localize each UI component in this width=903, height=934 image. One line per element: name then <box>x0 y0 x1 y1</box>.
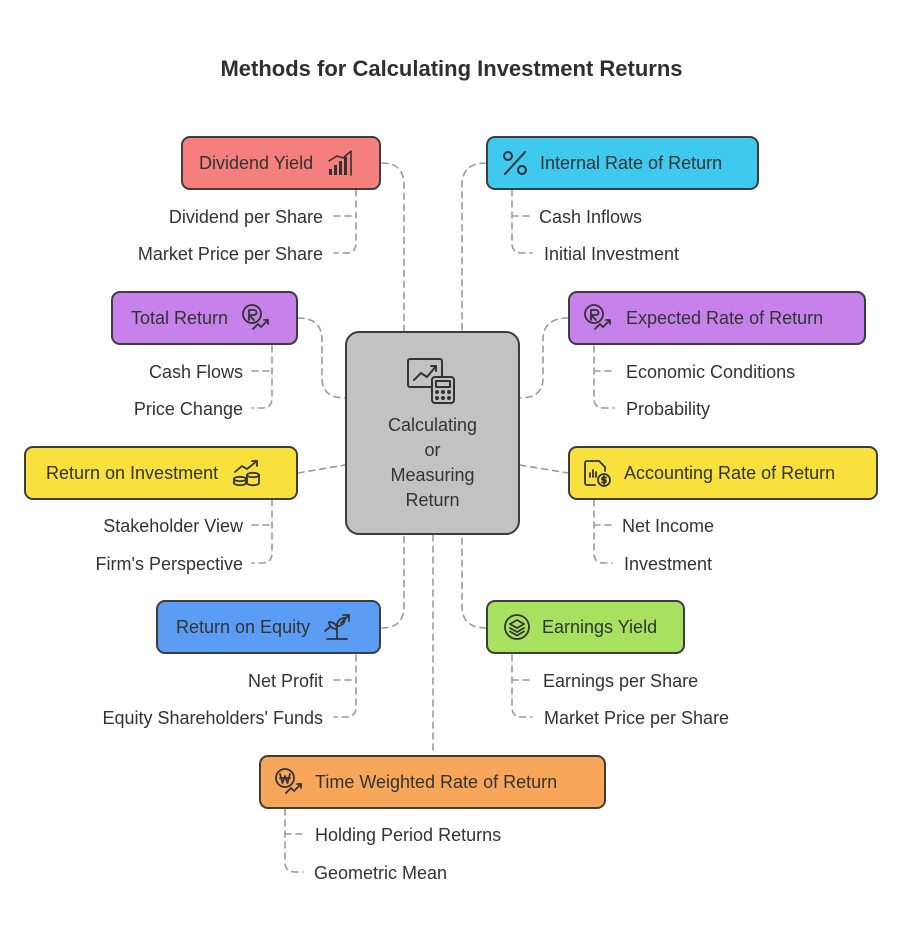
coins-growth-icon <box>230 456 264 490</box>
child-holding-period-returns: Holding Period Returns <box>315 825 502 845</box>
financial-report-icon <box>580 456 614 490</box>
child-economic-conditions: Economic Conditions <box>626 362 796 382</box>
method-internal-rate-of-return: Internal Rate of Return <box>486 136 759 190</box>
child-dividend-per-share: Dividend per Share <box>168 207 323 227</box>
method-return-on-equity: Return on Equity <box>156 600 381 654</box>
method-accounting-rate-of-return: Accounting Rate of Return <box>568 446 878 500</box>
method-label: Return on Investment <box>46 462 219 483</box>
method-label: Expected Rate of Return <box>626 307 824 328</box>
layers-icon <box>500 610 534 644</box>
percent-icon <box>498 146 532 180</box>
method-total-return: Total Return <box>111 291 298 345</box>
child-net-income: Net Income <box>622 516 715 536</box>
method-label: Dividend Yield <box>199 152 314 173</box>
child-geometric-mean: Geometric Mean <box>314 863 448 883</box>
child-market-price-per-share-2: Market Price per Share <box>544 708 730 728</box>
child-market-price-per-share: Market Price per Share <box>137 244 323 264</box>
child-cash-inflows: Cash Inflows <box>539 207 643 227</box>
plant-growth-icon <box>320 610 354 644</box>
method-earnings-yield: Earnings Yield <box>486 600 685 654</box>
method-dividend-yield: Dividend Yield <box>181 136 381 190</box>
center-node: Calculating or Measuring Return <box>345 331 520 535</box>
child-initial-investment: Initial Investment <box>544 244 680 264</box>
method-time-weighted-rate-of-return: Time Weighted Rate of Return <box>259 755 606 809</box>
method-label: Total Return <box>131 307 229 328</box>
child-probability: Probability <box>626 399 711 419</box>
center-label: Calculating or Measuring Return <box>387 415 478 510</box>
child-equity-shareholders-funds: Equity Shareholders' Funds <box>102 708 323 728</box>
method-label: Earnings Yield <box>542 616 658 637</box>
child-net-profit: Net Profit <box>247 671 323 691</box>
child-firms-perspective: Firm's Perspective <box>95 554 243 574</box>
rupee-growth-icon <box>580 301 614 335</box>
child-cash-flows: Cash Flows <box>148 362 243 382</box>
method-label: Return on Equity <box>176 616 311 637</box>
rupee-growth-icon <box>238 301 272 335</box>
method-return-on-investment: Return on Investment <box>24 446 298 500</box>
diagram-title: Methods for Calculating Investment Retur… <box>220 56 683 81</box>
method-label: Accounting Rate of Return <box>624 462 836 483</box>
bar-chart-icon <box>323 146 357 180</box>
method-label: Time Weighted Rate of Return <box>315 771 558 792</box>
child-earnings-per-share: Earnings per Share <box>543 671 699 691</box>
child-stakeholder-view: Stakeholder View <box>103 516 243 536</box>
method-expected-rate-of-return: Expected Rate of Return <box>568 291 866 345</box>
child-price-change: Price Change <box>133 399 243 419</box>
method-label: Internal Rate of Return <box>540 152 723 173</box>
child-investment: Investment <box>624 554 713 574</box>
chart-calculator-icon <box>406 355 460 405</box>
won-growth-icon <box>271 765 305 799</box>
